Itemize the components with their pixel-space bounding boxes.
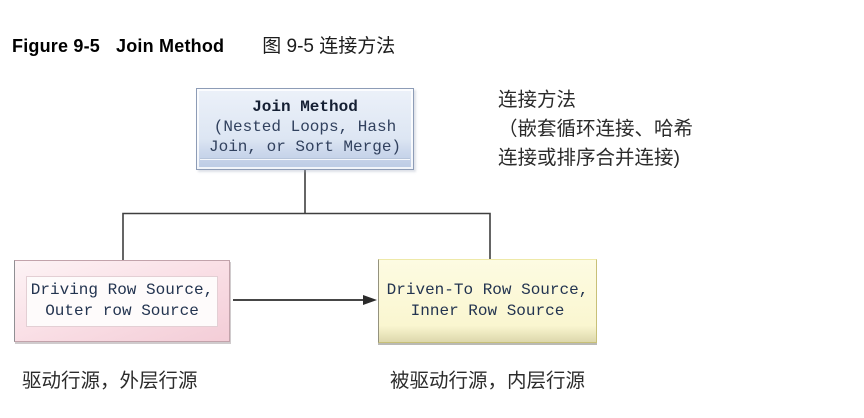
driving-row-source-inner-panel: Driving Row Source, Outer row Source: [26, 275, 218, 327]
driven-to-row-source-text: Driven-To Row Source, Inner Row Source: [386, 281, 589, 320]
driving-to-driven-arrow-head: [363, 295, 377, 305]
figure-number-label: Figure 9-5: [12, 36, 101, 56]
driving-row-source-label-zh: 驱动行源，外层行源: [22, 370, 198, 392]
figure-caption: Figure 9-5 Join Method 图 9-5 连接方法: [12, 31, 395, 58]
join-method-box: Join Method (Nested Loops, Hash Join, or…: [196, 88, 414, 170]
driven-to-row-source-label-zh: 被驱动行源，内层行源: [390, 370, 586, 392]
driven-to-row-source-box: Driven-To Row Source, Inner Row Source: [378, 259, 597, 343]
driving-row-source-box: Driving Row Source, Outer row Source: [14, 260, 230, 342]
driving-row-source-text: Driving Row Source, Outer row Source: [30, 280, 214, 320]
figure-title-english: Join Method: [116, 36, 225, 56]
join-method-annotation: 连接方法 （嵌套循环连接、哈希 连接或排序合并连接): [498, 89, 694, 169]
figure-title-chinese: 图 9-5 连接方法: [262, 36, 396, 57]
join-method-box-title: Join Method: [252, 98, 358, 116]
connector-branch: [122, 212, 491, 260]
join-method-box-subtitle: (Nested Loops, Hash Join, or Sort Merge): [208, 118, 402, 156]
join-method-box-bevel: [200, 159, 410, 160]
